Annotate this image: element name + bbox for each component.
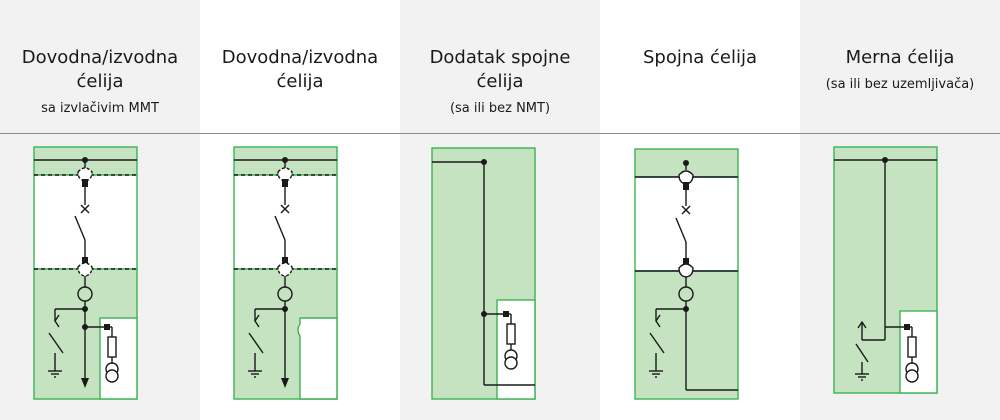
circuit-breaker-blade	[675, 217, 687, 243]
cell-subtitle: (sa ili bez NMT)	[449, 101, 551, 116]
cell-subtitle: (sa ili bez uzemljivača)	[825, 77, 975, 92]
disconnect-contact	[678, 170, 694, 185]
cable-outgoing-arrow	[81, 378, 89, 388]
diagram-bus-coupler	[634, 148, 739, 400]
diagram-bus-riser	[431, 147, 536, 400]
vt-compartment	[899, 310, 938, 394]
vt-compartment	[297, 317, 338, 400]
cell-title: Dovodna/izvodna ćelija	[221, 47, 379, 92]
cell-title: Spojna ćelija	[642, 47, 758, 68]
diagram-metering	[833, 146, 938, 394]
circuit-breaker-blade	[74, 215, 86, 241]
column-header: Dodatak spojne ćelija (sa ili bez NMT)	[400, 0, 600, 133]
diagram-feeder-withdrawable	[33, 146, 138, 400]
disconnect-contact	[77, 262, 93, 277]
column-header: Dovodna/izvodna ćelija	[200, 0, 400, 133]
header-divider	[0, 133, 1000, 134]
column-header: Spojna ćelija	[600, 0, 800, 133]
vt-compartment	[496, 299, 536, 400]
vt-compartment	[99, 317, 138, 400]
circuit-breaker-blade	[274, 215, 286, 241]
cell-subtitle: sa izvlačivim MMT	[41, 101, 159, 116]
column-feeder: Dovodna/izvodna ćelija	[200, 0, 400, 420]
cell-title: Dodatak spojne ćelija	[429, 47, 571, 92]
column-header: Dovodna/izvodna ćelija sa izvlačivim MMT	[0, 0, 200, 133]
diagram-feeder	[233, 146, 338, 400]
disconnect-contact	[77, 167, 93, 182]
cell-title: Dovodna/izvodna ćelija	[21, 47, 179, 92]
cell-title: Merna ćelija	[845, 47, 955, 68]
column-bus-coupler: Spojna ćelija	[600, 0, 800, 420]
earthing-switch	[855, 343, 869, 363]
column-header: Merna ćelija (sa ili bez uzemljivača)	[800, 0, 1000, 133]
